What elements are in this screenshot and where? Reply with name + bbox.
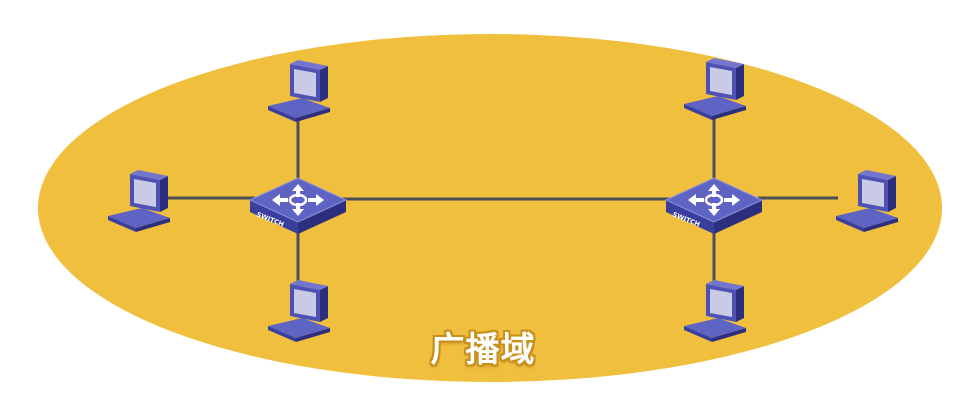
broadcast-domain-label: 广播域	[430, 330, 536, 370]
